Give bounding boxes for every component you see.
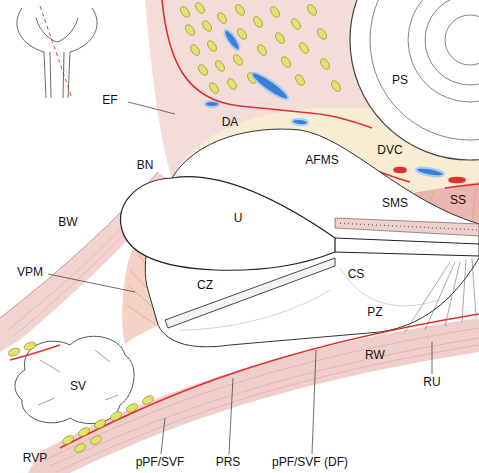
part-label: BW	[58, 216, 77, 228]
part-label: PRS	[216, 456, 241, 468]
part-label: CZ	[197, 279, 213, 291]
part-label: AFMS	[305, 154, 338, 166]
part-label: RU	[423, 376, 440, 388]
part-label: EF	[102, 94, 117, 106]
part-label: RVP	[23, 452, 47, 464]
part-label: PZ	[367, 306, 382, 318]
part-label: U	[234, 212, 243, 224]
part-label: SMS	[382, 197, 408, 209]
part-label: pPF/SVF (DF)	[272, 456, 348, 468]
part-label: VPM	[17, 266, 43, 278]
part-label: BN	[137, 159, 154, 171]
part-label: CS	[348, 268, 365, 280]
part-label: DVC	[377, 144, 402, 156]
part-label: pPF/SVF	[136, 456, 185, 468]
part-label: DA	[222, 116, 239, 128]
part-label: SS	[450, 194, 466, 206]
part-label: SV	[70, 380, 86, 392]
part-label: PS	[392, 74, 408, 86]
part-label: RW	[365, 349, 385, 361]
